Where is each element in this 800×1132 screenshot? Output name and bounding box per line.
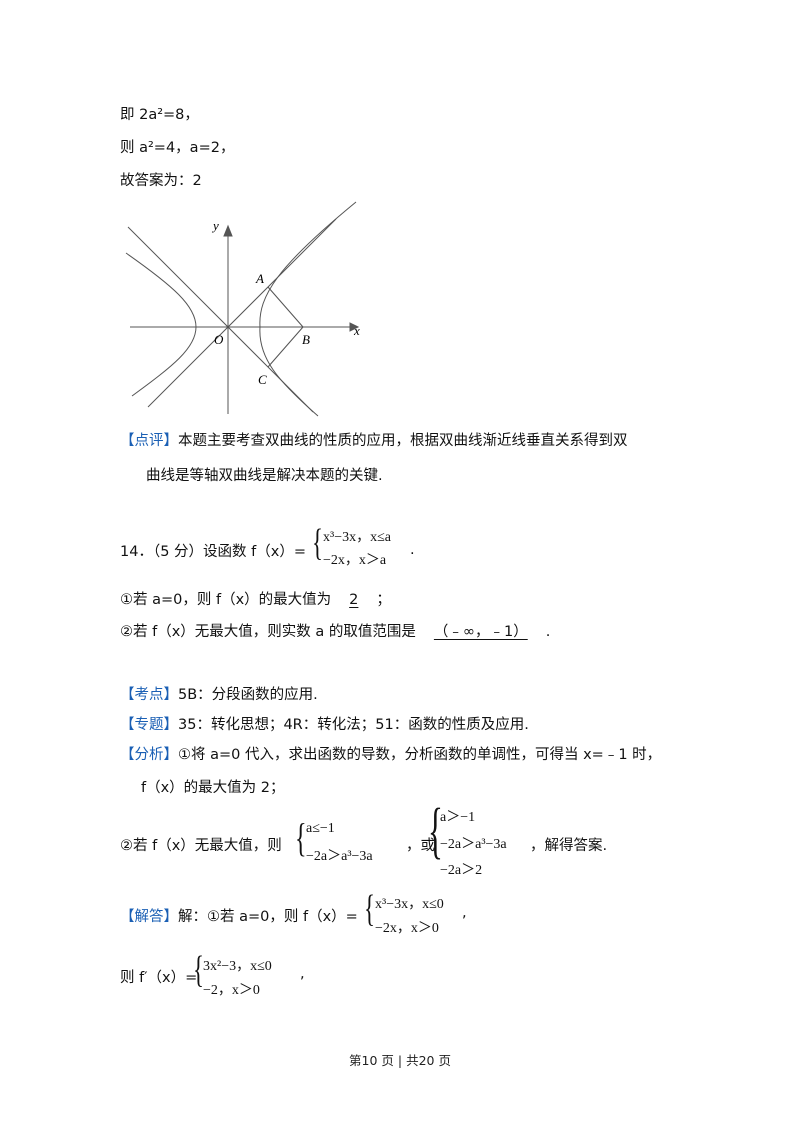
- text-line: 则 a²=4，a=2，: [120, 140, 235, 156]
- segment-BC: [267, 326, 304, 368]
- jieda-tag: 【解答】: [120, 909, 178, 925]
- comment-tag: 【点评】: [120, 433, 178, 449]
- text-line: 即 2a²=8，: [120, 107, 199, 123]
- q14-case-1: x³−3x，x≤a: [323, 530, 391, 545]
- label-A: A: [255, 271, 264, 286]
- q14-part1-answer: 2: [349, 592, 359, 608]
- text-line: 故答案为：2: [120, 173, 202, 189]
- hyperbola-left-branch: [125, 252, 197, 397]
- fenxi-system-a-2: −2a＞a³−3a: [306, 849, 373, 864]
- brace-icon: {: [428, 797, 443, 865]
- fenxi-system-b-2: −2a＞a³−3a: [440, 837, 507, 852]
- fenxi-tag: 【分析】: [120, 747, 178, 763]
- hyperbola-right-branch: [259, 201, 357, 417]
- fenxi-end: ，解得答案.: [530, 838, 608, 854]
- brace-icon: {: [295, 815, 307, 860]
- y-axis-arrow: [223, 224, 233, 237]
- fenxi-text: ①将 a=0 代入，求出函数的导数，分析函数的单调性，可得当 x=﹣1 时，: [178, 747, 662, 763]
- fenxi-system-b-1: a＞−1: [440, 810, 476, 825]
- deriv-text: 则 f′（x）=: [120, 970, 198, 986]
- brace-icon: {: [364, 888, 375, 930]
- comment-line-2: 曲线是等轴双曲线是解决本题的关键.: [146, 468, 383, 484]
- q14-part2-text: ②若 f（x）无最大值，则实数 a 的取值范围是: [120, 624, 416, 640]
- label-O: O: [214, 332, 224, 347]
- zhuanti-tag: 【专题】: [120, 717, 178, 733]
- comment-text: 本题主要考查双曲线的性质的应用，根据双曲线渐近线垂直关系得到双: [178, 433, 628, 449]
- jieda-line: 【解答】解：①若 a=0，则 f（x）=: [120, 905, 358, 926]
- q14-part1-end: ；: [376, 592, 391, 608]
- q14-stem-end: .: [410, 542, 415, 558]
- kaodian-line: 【考点】5B：分段函数的应用.: [120, 683, 318, 704]
- zhuanti-text: 35：转化思想；4R：转化法；51：函数的性质及应用.: [178, 717, 529, 733]
- page-footer: 第10 页 | 共20 页: [349, 1053, 451, 1068]
- label-x: x: [353, 323, 360, 338]
- zhuanti-line: 【专题】35：转化思想；4R：转化法；51：函数的性质及应用.: [120, 713, 529, 734]
- jieda-comma: ,: [462, 905, 467, 921]
- q14-part2-answer: （﹣∞，﹣1）: [433, 624, 528, 640]
- q14-part1-text: ①若 a=0，则 f（x）的最大值为: [120, 592, 332, 608]
- brace-icon: {: [193, 949, 204, 991]
- q14-stem: 14．（5 分）设函数 f（x）=: [120, 544, 306, 560]
- q14-part1: ①若 a=0，则 f（x）的最大值为 2 ；: [120, 588, 391, 609]
- fenxi-mid: ，或: [406, 838, 435, 854]
- q14-case-2: −2x，x＞a: [323, 553, 387, 568]
- deriv-comma: ,: [300, 966, 305, 982]
- fenxi-line-1: 【分析】①将 a=0 代入，求出函数的导数，分析函数的单调性，可得当 x=﹣1 …: [120, 743, 661, 764]
- deriv-case-1: 3x²−3，x≤0: [203, 959, 272, 974]
- label-y: y: [211, 218, 219, 233]
- jieda-text: 解：①若 a=0，则 f（x）=: [178, 909, 358, 925]
- q14-part2: ②若 f（x）无最大值，则实数 a 的取值范围是 （﹣∞，﹣1）.: [120, 620, 550, 641]
- kaodian-text: 5B：分段函数的应用.: [178, 687, 318, 703]
- asymptote-2: [147, 218, 337, 408]
- fenxi-line-2: f（x）的最大值为 2；: [141, 780, 285, 796]
- brace-icon: {: [312, 522, 323, 564]
- hyperbola-figure: y x O A B C: [125, 201, 360, 417]
- jieda-case-1: x³−3x，x≤0: [375, 897, 444, 912]
- label-C: C: [258, 372, 267, 387]
- q14-part2-end: .: [545, 624, 551, 640]
- fenxi-part2-text: ②若 f（x）无最大值，则: [120, 838, 282, 854]
- comment-line-1: 【点评】本题主要考查双曲线的性质的应用，根据双曲线渐近线垂直关系得到双: [120, 429, 628, 450]
- fenxi-system-a-1: a≤−1: [306, 821, 335, 836]
- jieda-case-2: −2x，x＞0: [375, 921, 439, 936]
- label-B: B: [302, 332, 310, 347]
- deriv-case-2: −2，x＞0: [203, 983, 260, 998]
- fenxi-system-b-3: −2a＞2: [440, 863, 483, 878]
- x-axis-arrow: [349, 322, 360, 332]
- kaodian-tag: 【考点】: [120, 687, 178, 703]
- segment-AB: [267, 286, 304, 328]
